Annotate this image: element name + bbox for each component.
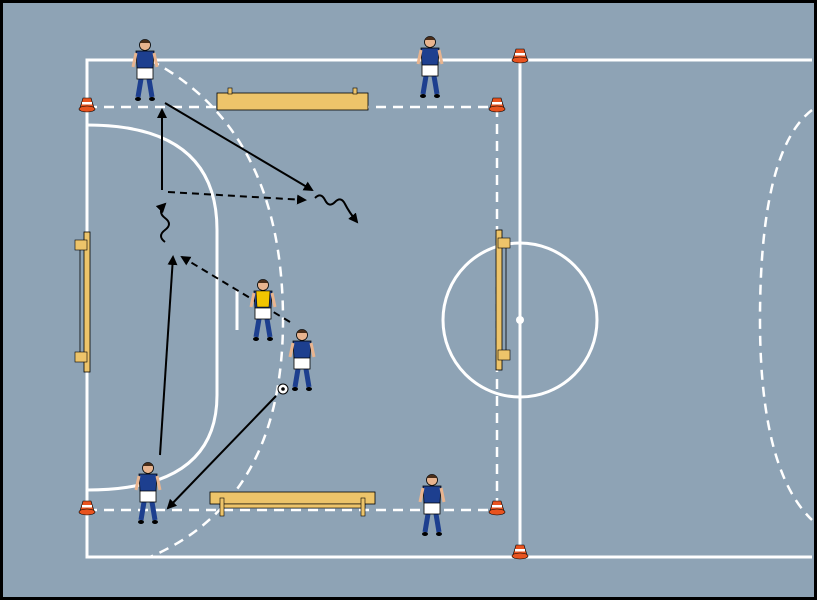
bench-bottom bbox=[209, 491, 376, 517]
ball-icon bbox=[277, 383, 289, 395]
pass-arrow-2 bbox=[159, 255, 178, 456]
pass-arrow bbox=[164, 102, 314, 192]
dashed-arc-right bbox=[758, 109, 813, 521]
dashed-arc-left bbox=[149, 58, 285, 559]
center-spot bbox=[516, 316, 524, 324]
dribble-arrow bbox=[314, 194, 359, 224]
goal-center bbox=[495, 229, 511, 371]
bench-top bbox=[216, 87, 369, 111]
movement-arrows bbox=[155, 102, 359, 510]
pitch-surface bbox=[3, 3, 814, 597]
dribble-arrow-2 bbox=[155, 202, 170, 243]
dashed-run-arrow bbox=[167, 191, 307, 205]
goal-left bbox=[74, 231, 91, 373]
center-circle bbox=[441, 241, 599, 399]
dashed-run-arrow-2 bbox=[180, 255, 291, 323]
pass-arrow-3 bbox=[166, 395, 277, 510]
